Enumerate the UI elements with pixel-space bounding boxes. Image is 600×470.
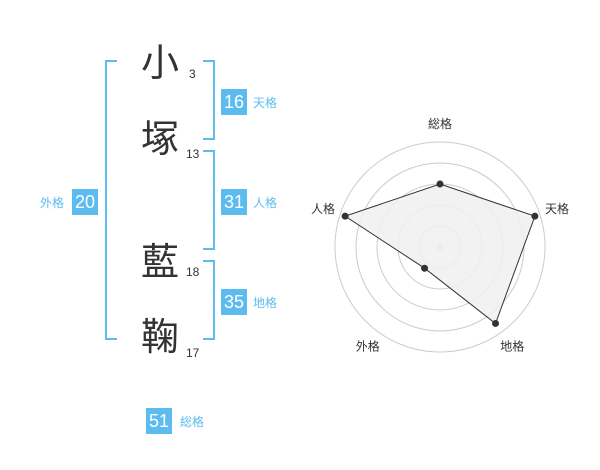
radar-point-4 bbox=[341, 212, 349, 220]
jinkaku-label: 人格 bbox=[253, 196, 278, 210]
name-char-1: 小 bbox=[141, 41, 180, 85]
radar-point-3 bbox=[421, 264, 429, 272]
gaikaku-value: 20 bbox=[72, 189, 98, 215]
chikaku-label: 地格 bbox=[253, 296, 278, 310]
radar-axis-label-1: 天格 bbox=[545, 201, 569, 216]
name-char-4-strokes: 17 bbox=[186, 346, 200, 360]
tenkaku-value: 16 bbox=[221, 89, 247, 115]
soukaku-label: 総格 bbox=[180, 415, 205, 429]
radar-axis-label-4: 人格 bbox=[311, 201, 335, 216]
name-char-3: 藍 bbox=[141, 240, 180, 284]
gaikaku-bracket bbox=[105, 60, 117, 340]
chikaku-bracket bbox=[203, 260, 215, 340]
tenkaku-label: 天格 bbox=[253, 96, 278, 110]
radar-axis-label-0: 総格 bbox=[428, 116, 452, 131]
name-char-2: 塚 bbox=[141, 117, 180, 161]
jinkaku-value: 31 bbox=[221, 189, 247, 215]
radar-axis-label-3: 外格 bbox=[356, 339, 380, 354]
radar-points bbox=[341, 180, 539, 327]
tenkaku-bracket bbox=[203, 60, 215, 140]
name-char-2-strokes: 13 bbox=[186, 147, 200, 161]
name-char-4: 鞠 bbox=[141, 315, 180, 359]
jinkaku-bracket bbox=[203, 150, 215, 250]
radar-series-polygon bbox=[343, 183, 536, 325]
radar-axis-label-2: 地格 bbox=[500, 339, 524, 354]
name-char-3-strokes: 18 bbox=[186, 265, 200, 279]
radar-ring-5 bbox=[334, 141, 546, 353]
name-char-1-strokes: 3 bbox=[189, 67, 196, 81]
radar-point-2 bbox=[492, 319, 500, 327]
soukaku-value: 51 bbox=[146, 408, 172, 434]
radar-point-1 bbox=[531, 212, 539, 220]
gaikaku-label: 外格 bbox=[40, 196, 65, 210]
chikaku-value: 35 bbox=[221, 289, 247, 315]
radar-point-0 bbox=[436, 180, 444, 188]
